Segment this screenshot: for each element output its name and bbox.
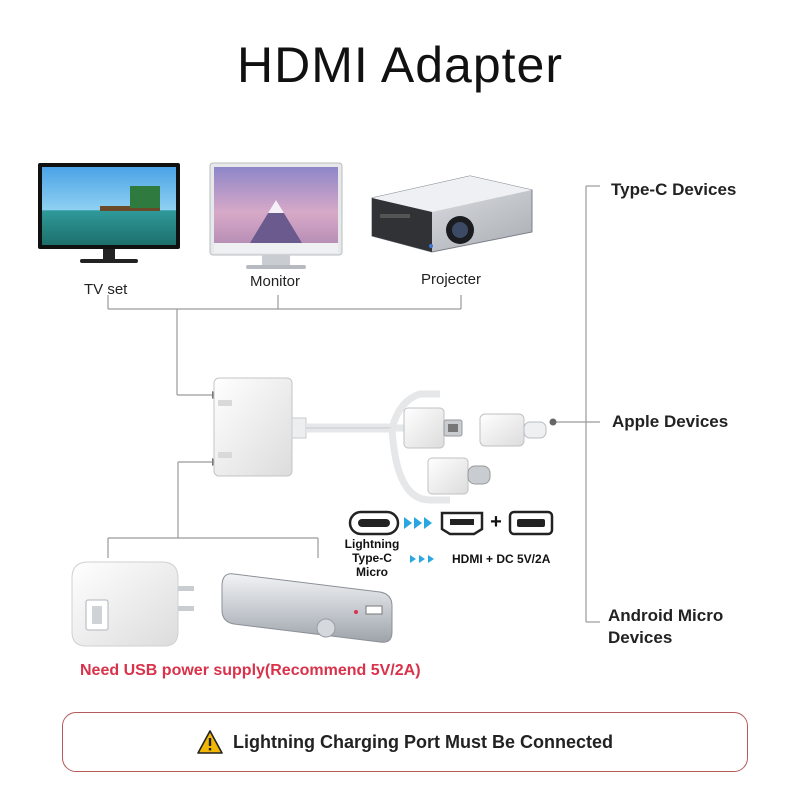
power-supply-note: Need USB power supply(Recommend 5V/2A) [80, 662, 421, 679]
legend-inputs-line2: Type-C [352, 551, 392, 565]
android-devices-label-line1: Android Micro [608, 606, 724, 625]
legend-inputs-line3: Micro [355, 565, 388, 579]
type-c-devices-label: Type-C Devices [611, 180, 737, 199]
legend-outputs: HDMI + DC 5V/2A [452, 552, 551, 566]
power-bracket [107, 461, 319, 558]
devices-bracket [551, 185, 600, 623]
projector-icon [371, 175, 533, 253]
legend-plus: + [490, 511, 502, 533]
connector-cluster [388, 390, 547, 504]
tv-set-icon [38, 163, 180, 263]
display-bracket [107, 295, 462, 396]
warning-icon [197, 730, 223, 754]
warning-banner: Lightning Charging Port Must Be Connecte… [62, 712, 748, 772]
hdmi-adapter-body [213, 377, 307, 477]
apple-devices-label: Apple Devices [612, 412, 729, 431]
page-title: HDMI Adapter [236, 37, 563, 93]
connector-legend-icons [348, 510, 554, 563]
tv-set-label: TV set [84, 281, 128, 298]
projector-label: Projecter [421, 271, 482, 288]
power-bank-icon [221, 573, 393, 643]
android-devices-label-line2: Devices [608, 628, 673, 647]
monitor-icon [209, 162, 343, 269]
warning-text: Lightning Charging Port Must Be Connecte… [233, 731, 613, 752]
legend-inputs-line1: Lightning [344, 537, 400, 551]
apple-connector-dot [549, 418, 557, 426]
monitor-label: Monitor [250, 273, 301, 290]
usb-charger-icon [71, 561, 194, 647]
